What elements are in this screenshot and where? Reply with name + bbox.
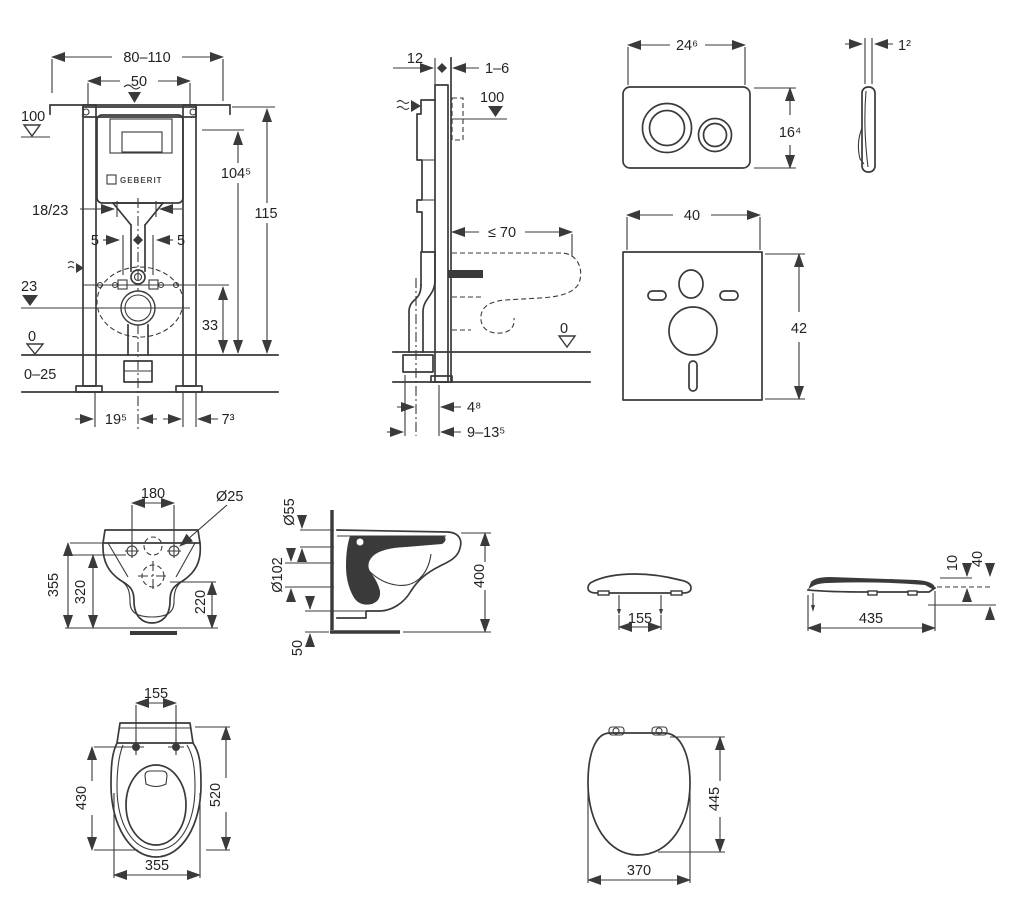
dim-height-total: 115 (254, 206, 277, 222)
dim-floor-buildup: 0–25 (24, 367, 56, 383)
frame-side-dimensions: 12 1–6 100 ≤ 70 0 4⁸ 9–13⁵ (387, 51, 577, 441)
seat-top-dimensions: 445 370 (587, 736, 725, 885)
seat-side (807, 577, 992, 612)
dim-drain-height: 33 (202, 318, 218, 334)
dim-lid-thickness: 10 (945, 555, 961, 571)
dim-seat-height: 40 (970, 551, 986, 567)
dim-bowl-depth: ≤ 70 (488, 225, 516, 241)
frame-side-structure (392, 57, 591, 436)
base-pad (130, 631, 177, 635)
dim-height-frame: 104⁵ (221, 166, 251, 182)
bowl-outline-dashed (452, 252, 582, 334)
dim-level-23: 23 (21, 279, 37, 295)
flush-plate-profile (857, 86, 876, 173)
flush-plate (622, 86, 751, 169)
sound-mat-dimensions: 40 42 (626, 208, 807, 400)
frame-front-structure: GEBERIT (21, 84, 279, 429)
bowl-side (330, 510, 462, 634)
dim-level-100: 100 (21, 109, 45, 125)
dim-mat-height: 42 (791, 321, 807, 337)
dim-clearance: 50 (290, 640, 306, 656)
dim-flush-dia: Ø55 (282, 498, 298, 525)
dim-outlet-height: 220 (193, 590, 209, 614)
flush-plate-side-dimensions: 1² (845, 38, 911, 84)
seat-front-view: 155 (587, 573, 692, 632)
bowl-top-view: 155 430 520 355 (74, 686, 231, 880)
flush-plate-side-view: 1² (845, 38, 911, 173)
geberit-logo: GEBERIT (120, 176, 163, 185)
water-supply-icon (76, 263, 84, 273)
dim-inner-depth: 430 (74, 786, 90, 810)
dim-foot-left: 19⁵ (105, 412, 127, 428)
dim-supply: 18/23 (32, 203, 68, 219)
frame-front-view: GEBERIT 80–110 50 100 18/23 5 (21, 50, 279, 429)
dim-offset-right: 5 (177, 233, 185, 249)
dim-bowl-height-inner: 320 (73, 580, 89, 604)
dim-offset-left: 5 (91, 233, 99, 249)
seat-side-dimensions: 10 40 435 (807, 551, 996, 633)
dim-bowl-height: 355 (46, 573, 62, 597)
bowl-front-dimensions: 180 Ø25 355 320 220 (46, 486, 243, 629)
level-marker-open (22, 124, 42, 138)
seat-top (587, 726, 691, 856)
lid-edge (808, 577, 935, 590)
flush-plate-dimensions: 24⁶ 16⁴ (627, 38, 801, 169)
flush-plate-front-view: 24⁶ 16⁴ (622, 38, 801, 169)
level-marker-filled (22, 295, 38, 306)
hinge-hole (356, 538, 364, 546)
seat-front (587, 573, 692, 615)
frame-front-dimensions: 80–110 50 100 18/23 5 5 23 33 0 0–25 19⁵… (21, 50, 278, 428)
dim-outlet-dia: Ø102 (270, 557, 286, 592)
dim-width: 370 (627, 863, 651, 879)
trapway-section (346, 536, 446, 605)
dim-level-0: 0 (28, 329, 36, 345)
dim-depth: 520 (208, 783, 224, 807)
seat-side-view: 10 40 435 (807, 551, 996, 633)
bowl-top-dimensions: 155 430 520 355 (74, 686, 231, 880)
sound-mat-view: 40 42 (622, 208, 807, 401)
dim-plate-thickness: 1² (898, 38, 911, 54)
sound-mat (622, 251, 763, 401)
frame-side-view: 12 1–6 100 ≤ 70 0 4⁸ 9–13⁵ (387, 51, 591, 441)
water-inlet-icon (411, 100, 421, 112)
dim-outlet-range: 9–13⁵ (467, 425, 505, 441)
dim-hole-dia: Ø25 (216, 489, 243, 505)
dim-width-range: 80–110 (123, 50, 170, 66)
bowl-front (65, 529, 218, 635)
bowl-front-view: 180 Ø25 355 320 220 (46, 486, 243, 635)
bowl-side-view: Ø55 Ø102 400 50 (270, 498, 491, 656)
dim-hole-spacing: 180 (141, 486, 165, 502)
dim-width: 355 (145, 858, 169, 874)
dim-mat-width: 40 (684, 208, 700, 224)
fixing-bolt (448, 270, 483, 278)
bowl-side-dimensions: Ø55 Ø102 400 50 (270, 498, 491, 656)
seat-front-dimensions: 155 (618, 611, 662, 632)
dim-outlet-offset: 4⁸ (467, 400, 481, 416)
dim-length: 445 (707, 787, 723, 811)
dim-foot-right: 7³ (222, 412, 235, 428)
dim-plate-height: 16⁴ (779, 125, 801, 141)
dim-bowl-depth: 400 (472, 564, 488, 588)
dim-wall-gap: 1–6 (485, 61, 509, 77)
dim-plate-width: 24⁶ (676, 38, 698, 54)
dim-seat-length: 435 (859, 611, 883, 627)
dim-depth: 12 (407, 51, 423, 67)
seat-top-view: 445 370 (587, 726, 725, 885)
dim-level-100: 100 (480, 90, 504, 106)
bowl-top (110, 722, 202, 858)
dim-hinge-spacing: 155 (628, 611, 652, 627)
dim-plate-width: 50 (131, 74, 147, 90)
dim-hole-spacing: 155 (144, 686, 168, 702)
dim-level-0: 0 (560, 321, 568, 337)
